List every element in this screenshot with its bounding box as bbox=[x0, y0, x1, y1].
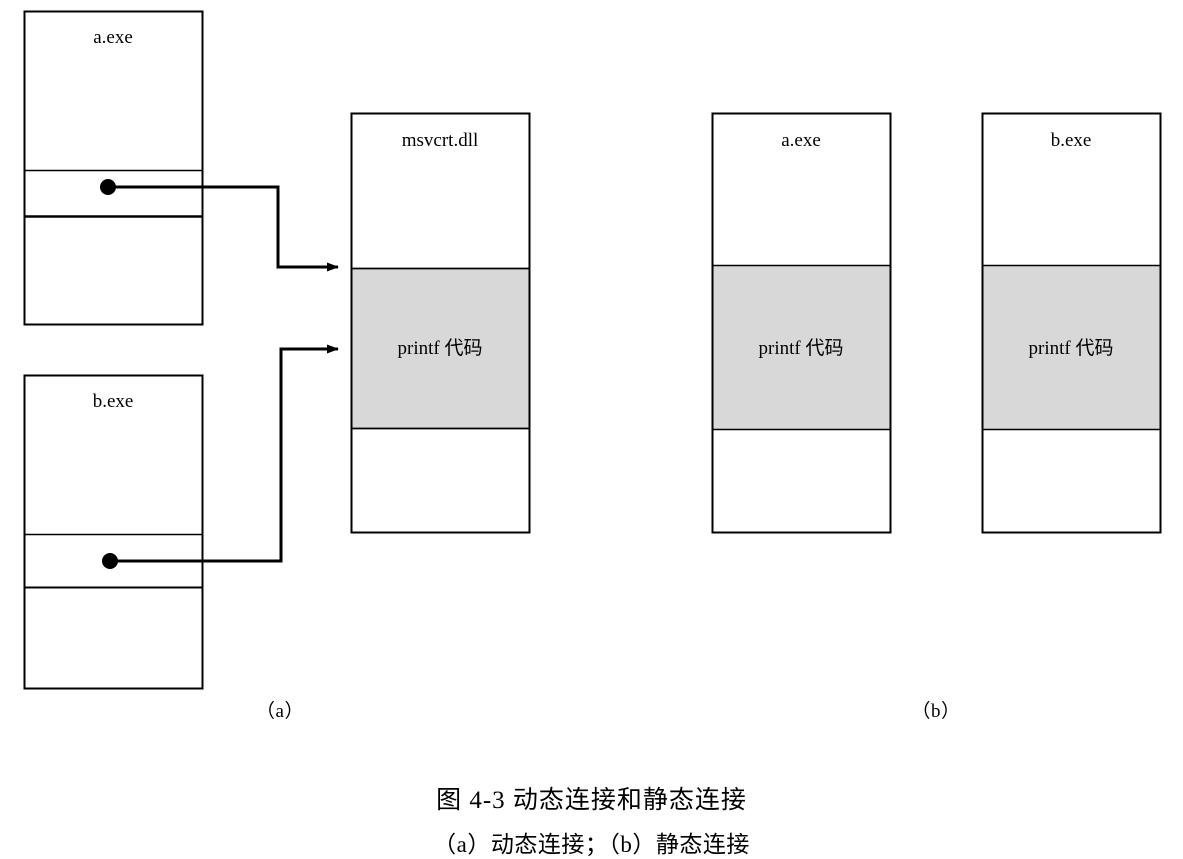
panel-a-aexe-title: a.exe bbox=[93, 27, 133, 48]
panel-b-bexe-title: b.exe bbox=[1050, 130, 1092, 151]
panel-b-bexe-module bbox=[981, 112, 1162, 534]
subfigure-label-b: （b） bbox=[911, 701, 961, 722]
figure-caption-sub: （a）动态连接；（b）静态连接 bbox=[433, 832, 750, 857]
subfigure-label-a: （a） bbox=[256, 701, 304, 722]
panel-a-msvcrt-printf-segment-label: printf 代码 bbox=[397, 338, 483, 359]
panel-a-bexe-title: b.exe bbox=[92, 391, 134, 412]
panel-a-msvcrt-title: msvcrt.dll bbox=[401, 130, 479, 151]
panel-a-msvcrt-library-box bbox=[350, 112, 531, 534]
figure-caption-main: 图 4-3 动态连接和静态连接 bbox=[436, 787, 747, 814]
panel-a-bexe-module bbox=[23, 374, 204, 690]
panel-b-bexe-printf-segment-label: printf 代码 bbox=[1028, 338, 1114, 359]
connector-aexe-to-msvcrt bbox=[100, 179, 339, 272]
panel-b-aexe-printf-segment-label: printf 代码 bbox=[758, 338, 844, 359]
panel-b-aexe-module bbox=[711, 112, 892, 534]
panel-b-aexe-title: a.exe bbox=[781, 130, 821, 151]
connector-bexe-to-msvcrt bbox=[102, 344, 339, 569]
panel-a-aexe-module bbox=[23, 10, 204, 326]
